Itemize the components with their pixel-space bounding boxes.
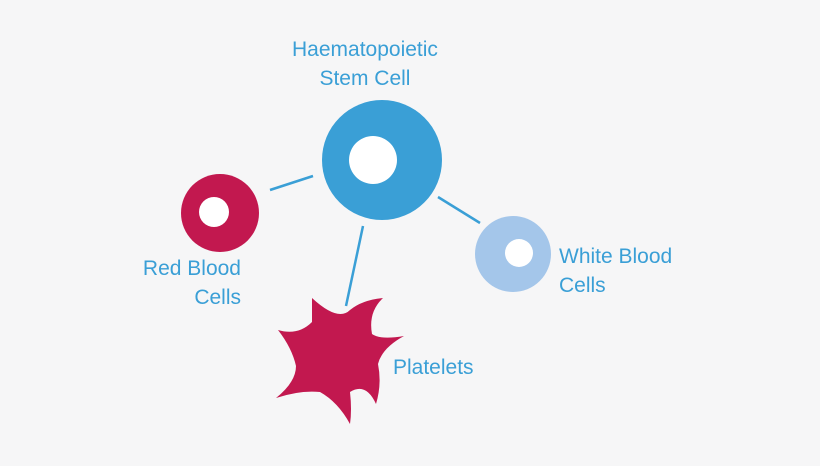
connector-stem-to-red	[269, 174, 314, 192]
white-blood-cell-icon	[475, 216, 551, 292]
white-blood-cells-label-line2: Cells	[559, 274, 606, 297]
stem-cell-nucleus	[349, 136, 397, 184]
red-blood-cells-label: Red Blood Cells	[128, 254, 241, 312]
red-blood-cell-icon	[181, 174, 259, 252]
red-blood-cells-label-line2: Cells	[194, 286, 241, 309]
white-blood-cells-label-line1: White Blood	[559, 245, 673, 268]
stem-cell-label-line1: Haematopoietic	[292, 38, 438, 61]
platelets-label-text: Platelets	[393, 356, 474, 379]
stem-cell-icon	[322, 100, 442, 220]
stem-cell-label-line2: Stem Cell	[319, 67, 411, 90]
connector-stem-to-platelets	[344, 225, 365, 307]
red-blood-cells-label-line1: Red Blood	[142, 257, 241, 280]
stem-cell-label: Haematopoietic Stem Cell	[292, 35, 438, 93]
connector-stem-to-white	[437, 195, 481, 225]
platelets-label: Platelets	[393, 353, 474, 382]
platelet-icon	[276, 298, 404, 424]
white-blood-cells-label: White Blood Cells	[559, 242, 672, 300]
white-blood-cell-nucleus	[505, 239, 533, 267]
red-blood-cell-nucleus	[199, 197, 229, 227]
